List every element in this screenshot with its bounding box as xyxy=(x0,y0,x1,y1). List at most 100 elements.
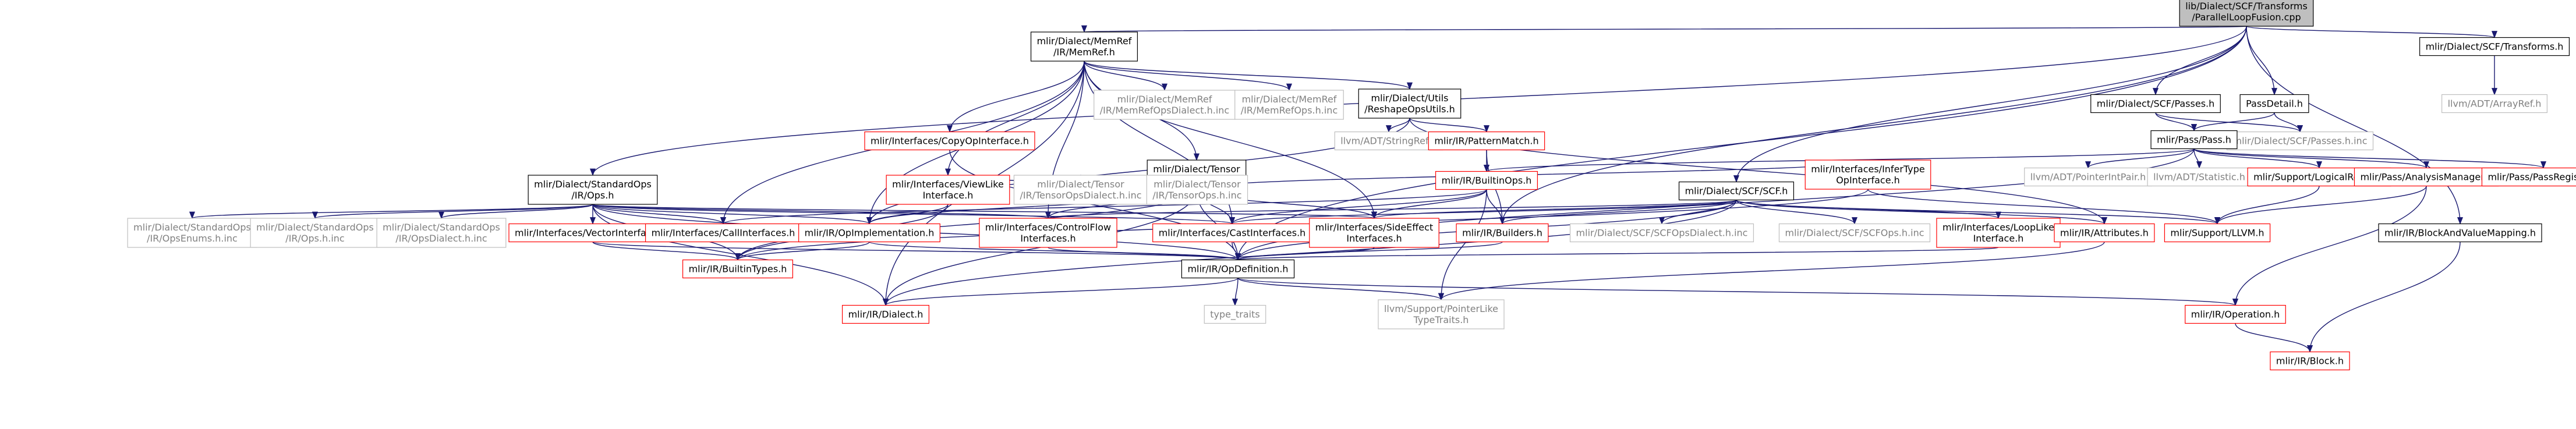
edge-opdefinition-to-dialect xyxy=(883,277,1239,306)
node-box xyxy=(979,218,1117,248)
node-patternmatch[interactable]: mlir/IR/PatternMatch.h xyxy=(1428,131,1545,151)
edge-scf-to-sideeffect xyxy=(1371,199,1737,219)
edge-root-to-scf xyxy=(1733,26,2247,183)
node-block[interactable]: mlir/IR/Block.h xyxy=(2270,351,2350,371)
node-builtinops[interactable]: mlir/IR/BuiltinOps.h xyxy=(1435,171,1538,190)
node-pointerintpair: llvm/ADT/PointerIntPair.h xyxy=(2024,167,2152,187)
edge-root-to-builders xyxy=(1499,26,2247,225)
node-copyop[interactable]: mlir/Interfaces/CopyOpInterface.h xyxy=(864,131,1035,151)
node-scf[interactable]: mlir/Dialect/SCF/SCF.h xyxy=(1678,181,1795,201)
edge-root-to-memref xyxy=(1084,24,2247,33)
node-builtintypes[interactable]: mlir/IR/BuiltinTypes.h xyxy=(682,259,794,279)
node-box xyxy=(2226,131,2374,151)
edge-standardops-to-castif xyxy=(592,204,1235,225)
node-box xyxy=(1030,31,1138,62)
node-passregistry[interactable]: mlir/Pass/PassRegistry.h xyxy=(2481,167,2576,187)
node-opimpl[interactable]: mlir/IR/OpImplementation.h xyxy=(798,223,940,243)
node-passdetail[interactable]: PassDetail.h xyxy=(2239,94,2309,114)
edge-scf-to-builders xyxy=(1499,199,1737,225)
node-box xyxy=(1936,218,2061,248)
node-label: mlir/Support/LLVM.h xyxy=(2170,228,2264,239)
node-box xyxy=(528,175,658,205)
node-label: mlir/Pass/Pass.h xyxy=(2157,134,2231,146)
node-box xyxy=(2378,223,2542,243)
edge-memref-to-memrefops xyxy=(1084,61,1292,91)
node-box xyxy=(1146,175,1248,205)
node-label: mlir/Dialect/StandardOps xyxy=(383,222,500,233)
node-label: mlir/Interfaces/ControlFlow xyxy=(985,222,1111,233)
node-reshapeutils[interactable]: mlir/Dialect/Utils/ReshapeOpsUtils.h xyxy=(1358,88,1462,119)
edge-controlflow-to-opdefinition xyxy=(1048,247,1241,261)
node-typetraits: type_traits xyxy=(1204,304,1266,324)
edge-scf-to-castif xyxy=(1229,199,1737,225)
node-builders[interactable]: mlir/IR/Builders.h xyxy=(1456,223,1549,243)
node-memref[interactable]: mlir/Dialect/MemRef/IR/MemRef.h xyxy=(1030,31,1138,62)
node-label: mlir/Dialect/Tensor xyxy=(1153,164,1240,175)
node-label: mlir/Dialect/SCF/SCFOps.h.inc xyxy=(1785,228,1924,239)
edge-vectorif-to-builtintypes xyxy=(592,241,741,261)
edge-memref-to-memrefopsdialect xyxy=(1084,61,1167,91)
node-box xyxy=(682,259,794,279)
node-label: mlir/Dialect/MemRef xyxy=(1242,94,1337,105)
edge-pass-to-statistic xyxy=(2193,148,2203,169)
node-supportllvm[interactable]: mlir/Support/LLVM.h xyxy=(2164,223,2271,243)
node-label: /ParallelLoopFusion.cpp xyxy=(2192,12,2301,23)
node-castif[interactable]: mlir/Interfaces/CastInterfaces.h xyxy=(1152,223,1312,243)
node-box xyxy=(1234,90,1344,120)
node-blockvaluemap[interactable]: mlir/IR/BlockAndValueMapping.h xyxy=(2378,223,2542,243)
node-box xyxy=(2270,351,2350,371)
node-label: /ReshapeOpsUtils.h xyxy=(1364,104,1455,115)
node-attributes[interactable]: mlir/IR/Attributes.h xyxy=(2054,223,2155,243)
node-box xyxy=(2024,167,2152,187)
node-root[interactable]: lib/Dialect/SCF/Transforms/ParallelLoopF… xyxy=(2179,0,2314,27)
node-label: /IR/Ops.h.inc xyxy=(285,233,344,244)
node-box xyxy=(1309,218,1439,248)
node-scfopsdialect: mlir/Dialect/SCF/SCFOpsDialect.h.inc xyxy=(1569,223,1754,243)
node-box xyxy=(1013,175,1148,205)
node-scftransforms[interactable]: mlir/Dialect/SCF/Transforms.h xyxy=(2419,37,2570,56)
edge-scf-to-controlflow xyxy=(1045,199,1737,219)
node-box xyxy=(1778,223,1931,243)
node-pass[interactable]: mlir/Pass/Pass.h xyxy=(2150,130,2238,150)
node-opdefinition[interactable]: mlir/IR/OpDefinition.h xyxy=(1181,259,1295,279)
node-label: TypeTraits.h xyxy=(1413,314,1469,325)
edge-root-to-passdetail xyxy=(2246,26,2278,95)
edge-scf-to-attributes xyxy=(1736,199,2107,225)
edge-builders-to-opdefinition xyxy=(1235,241,1503,261)
node-callif[interactable]: mlir/Interfaces/CallInterfaces.h xyxy=(645,223,802,243)
node-label: mlir/Pass/PassRegistry.h xyxy=(2487,172,2576,183)
node-label: mlir/Interfaces/SideEffect xyxy=(1315,222,1433,233)
node-dialect[interactable]: mlir/IR/Dialect.h xyxy=(841,304,930,324)
node-label: mlir/Interfaces/VectorInterfaces.h xyxy=(515,228,671,239)
edge-standardops-to-stdopsenums xyxy=(189,204,593,219)
node-box xyxy=(2179,0,2314,27)
node-label: mlir/IR/Block.h xyxy=(2276,356,2344,367)
node-scfopsinc: mlir/Dialect/SCF/SCFOps.h.inc xyxy=(1778,223,1931,243)
edge-standardops-to-opimpl xyxy=(592,204,872,225)
node-label: llvm/ADT/ArrayRef.h xyxy=(2448,98,2542,109)
node-statistic: llvm/ADT/Statistic.h xyxy=(2147,167,2252,187)
node-label: mlir/Pass/AnalysisManager.h xyxy=(2360,172,2492,183)
node-label: mlir/Dialect/StandardOps xyxy=(534,179,652,190)
edge-reshapeutils-to-stringref xyxy=(1385,118,1410,133)
node-box xyxy=(2419,37,2570,56)
node-stringref: llvm/ADT/StringRef.h xyxy=(1334,131,1443,151)
node-box xyxy=(127,218,257,248)
node-standardops[interactable]: mlir/Dialect/StandardOps/IR/Ops.h xyxy=(528,175,658,205)
edge-root-to-blockvaluemap xyxy=(2246,26,2464,225)
node-box xyxy=(1204,304,1266,324)
node-operation[interactable]: mlir/IR/Operation.h xyxy=(2185,304,2286,324)
node-label: mlir/IR/OpDefinition.h xyxy=(1187,264,1288,275)
edge-reshapeutils-to-patternmatch xyxy=(1409,118,1489,133)
node-label: mlir/Dialect/StandardOps xyxy=(256,222,374,233)
node-box xyxy=(1435,171,1538,190)
edge-analysismanager-to-operation xyxy=(2232,186,2427,306)
node-scfpasses[interactable]: mlir/Dialect/SCF/Passes.h xyxy=(2090,94,2221,114)
node-analysismanager[interactable]: mlir/Pass/AnalysisManager.h xyxy=(2354,167,2499,187)
